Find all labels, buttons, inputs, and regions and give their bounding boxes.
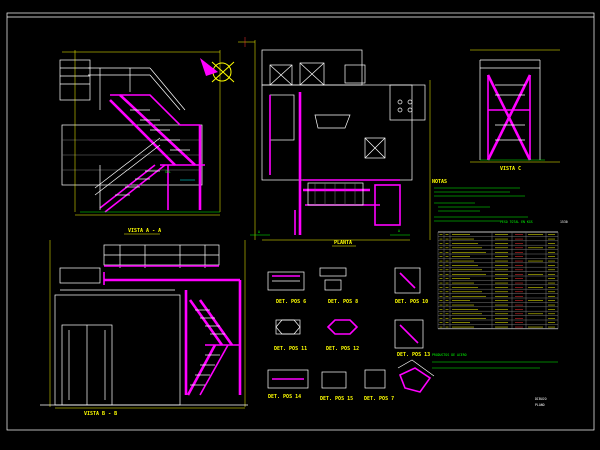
planta-title: PLANTA [334,240,352,246]
det-pos6-title: DET. POS 6 [276,299,306,305]
vista-b-view [40,240,248,409]
svg-text:GRL: GRL [165,170,171,174]
vista-c-title: VISTA C [500,166,521,172]
vista-a-view: GRL [59,50,221,216]
title-block-2: PLANO [535,403,545,407]
sheet-border [6,12,595,431]
det-pos12-title: DET. POS 12 [326,346,359,352]
det-pos10-title: DET. POS 10 [395,299,428,305]
vista-c-view [470,49,560,163]
vista-a-title: VISTA A - A [128,228,161,234]
det-pos7-title: DET. POS 7 [364,396,394,402]
weight-value: 1530 [560,220,568,224]
svg-text:A: A [258,230,260,234]
det-pos14-title: DET. POS 14 [268,394,301,400]
weight-label: PESO TOTAL EN KGS [500,220,533,224]
notes-header: NOTAS [432,179,447,185]
det-pos13-title: DET. POS 13 [397,352,430,358]
notes-block: NOTAS [432,179,528,222]
det-pos11-title: DET. POS 11 [274,346,307,352]
material-table [437,231,559,330]
north-arrow-icon [200,58,235,83]
vista-b-title: VISTA B - B [84,411,117,417]
det-pos15-title: DET. POS 15 [320,396,353,402]
det-pos8-title: DET. POS 8 [328,299,358,305]
planta-view: A A [250,40,431,241]
svg-text:A: A [398,229,400,233]
footer-note: PRODUCTOS DE ACERO [432,353,467,357]
details-group [267,267,435,393]
title-block-1: DIBUJO [535,397,547,401]
